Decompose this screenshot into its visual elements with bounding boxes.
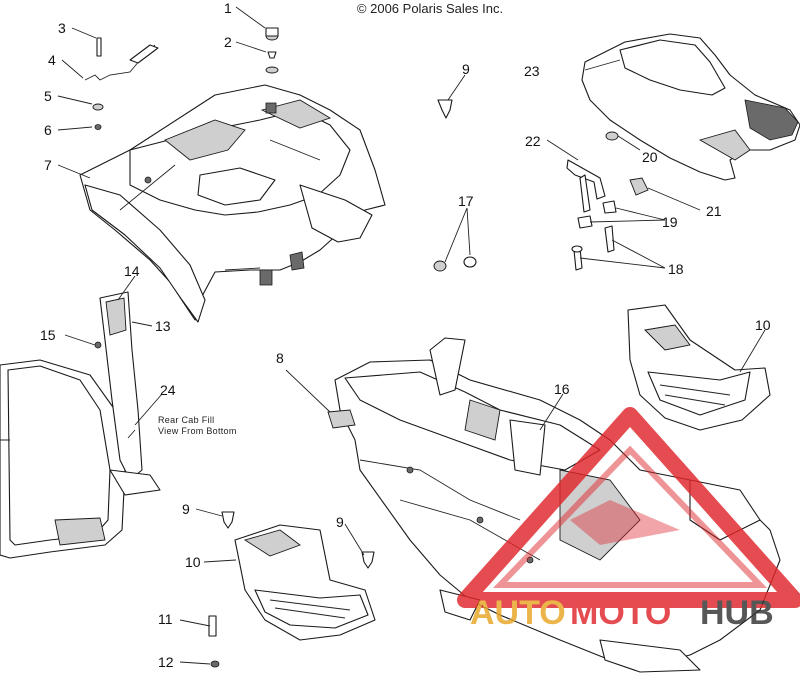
callout-8: 8 xyxy=(276,350,284,366)
callout-4: 4 xyxy=(48,52,56,68)
note-line-1: Rear Cab Fill xyxy=(158,415,214,425)
callout-9-left: 9 xyxy=(182,501,190,517)
frame xyxy=(334,337,781,673)
callout-2: 2 xyxy=(224,34,232,50)
note-line-2: View From Bottom xyxy=(158,426,237,436)
callout-15: 15 xyxy=(40,327,56,343)
footwell-left xyxy=(234,524,376,641)
callout-numbers: 1 2 3 4 5 6 7 9 17 23 22 20 21 19 18 14 … xyxy=(40,0,771,670)
rear-cab-panel xyxy=(0,291,161,559)
callout-6: 6 xyxy=(44,122,52,138)
hardware-bottom xyxy=(208,511,375,668)
callout-1: 1 xyxy=(224,0,232,16)
callout-9-top: 9 xyxy=(462,61,470,77)
callout-10-right: 10 xyxy=(755,317,771,333)
callout-11: 11 xyxy=(158,611,173,627)
push-rivets-top xyxy=(433,99,477,272)
watermark-auto: AUTO xyxy=(470,594,566,632)
watermark-moto: MOTO xyxy=(570,594,671,632)
callout-5: 5 xyxy=(44,88,52,104)
callout-17: 17 xyxy=(458,193,474,209)
callout-24: 24 xyxy=(160,382,176,398)
callout-23: 23 xyxy=(524,63,540,79)
callout-18: 18 xyxy=(668,261,684,277)
leader-lines xyxy=(57,6,766,665)
callout-14: 14 xyxy=(124,263,140,279)
watermark-logo: AUTO MOTO HUB xyxy=(457,407,800,632)
callout-13: 13 xyxy=(155,318,171,334)
hardware-top-left xyxy=(84,27,279,130)
copyright-text: © 2006 Polaris Sales Inc. xyxy=(356,1,504,16)
callout-12: 12 xyxy=(158,654,174,670)
view-note: Rear Cab Fill View From Bottom xyxy=(158,415,237,436)
footwell-right xyxy=(627,304,771,431)
callout-19: 19 xyxy=(662,214,678,230)
watermark-hub: HUB xyxy=(700,594,774,632)
callout-22: 22 xyxy=(525,133,541,149)
seat-latch-hardware xyxy=(566,159,649,271)
seat xyxy=(581,33,800,181)
callout-20: 20 xyxy=(642,149,658,165)
callout-9-right: 9 xyxy=(336,514,344,530)
callout-16: 16 xyxy=(554,381,570,397)
callout-7: 7 xyxy=(44,157,52,173)
callout-21: 21 xyxy=(706,203,722,219)
callout-10-left: 10 xyxy=(185,554,201,570)
rear-fender xyxy=(79,84,386,323)
decal xyxy=(327,409,356,429)
callout-3: 3 xyxy=(58,20,66,36)
